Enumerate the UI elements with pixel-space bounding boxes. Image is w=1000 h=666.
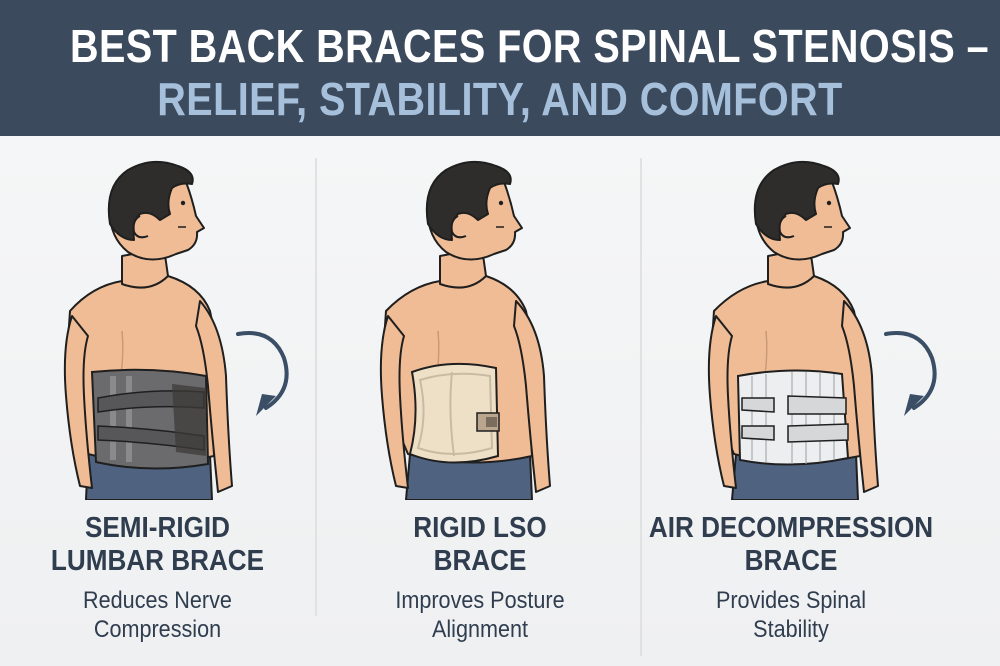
- caption-air-decompression: AIR DECOMPRESSION BRACE Provides Spinal …: [622, 512, 960, 644]
- brace-name: SEMI-RIGID: [84, 512, 231, 544]
- brace-benefit: Stability: [753, 616, 829, 643]
- page-subtitle: RELIEF, STABILITY, AND COMFORT: [157, 73, 843, 125]
- panel-rigid-lso-brace: RIGID LSO BRACE Improves Posture Alignme…: [320, 136, 640, 666]
- man-with-semi-rigid-lumbar-brace-illustration: [63, 160, 233, 500]
- header-banner: BEST BACK BRACES FOR SPINAL STENOSIS – R…: [0, 0, 1000, 136]
- panel-divider: [640, 158, 642, 656]
- brace-benefit: Provides Spinal: [715, 587, 867, 614]
- rotation-arrow-icon: [884, 331, 937, 416]
- brace-benefit: Improves Posture: [395, 587, 565, 614]
- air-decompression-brace-icon: [736, 369, 850, 466]
- brace-benefit: Alignment: [431, 616, 529, 643]
- panel-divider: [315, 158, 317, 616]
- caption-rigid-lso: RIGID LSO BRACE Improves Posture Alignme…: [320, 512, 640, 644]
- rotation-arrow-icon: [236, 331, 289, 416]
- rigid-lso-brace-icon: [408, 362, 500, 464]
- page-title: BEST BACK BRACES FOR SPINAL STENOSIS –: [70, 20, 990, 72]
- brace-name: LUMBAR BRACE: [50, 545, 265, 577]
- man-with-air-decompression-brace-illustration: [707, 160, 879, 500]
- panels-area: SEMI-RIGID LUMBAR BRACE Reduces Nerve Co…: [0, 136, 1000, 666]
- brace-name: RIGID LSO: [413, 512, 547, 544]
- man-with-rigid-lso-brace-illustration: [379, 160, 551, 500]
- brace-benefit: Compression: [93, 616, 222, 643]
- brace-name: BRACE: [744, 545, 838, 577]
- panel-air-decompression-brace: AIR DECOMPRESSION BRACE Provides Spinal …: [642, 136, 1000, 666]
- brace-name: BRACE: [433, 545, 527, 577]
- semi-rigid-lumbar-brace-icon: [90, 368, 210, 470]
- brace-benefit: Reduces Nerve: [83, 587, 232, 614]
- brace-name: AIR DECOMPRESSION: [648, 512, 934, 544]
- panel-semi-rigid-lumbar-brace: SEMI-RIGID LUMBAR BRACE Reduces Nerve Co…: [0, 136, 315, 666]
- caption-semi-rigid: SEMI-RIGID LUMBAR BRACE Reduces Nerve Co…: [0, 512, 315, 644]
